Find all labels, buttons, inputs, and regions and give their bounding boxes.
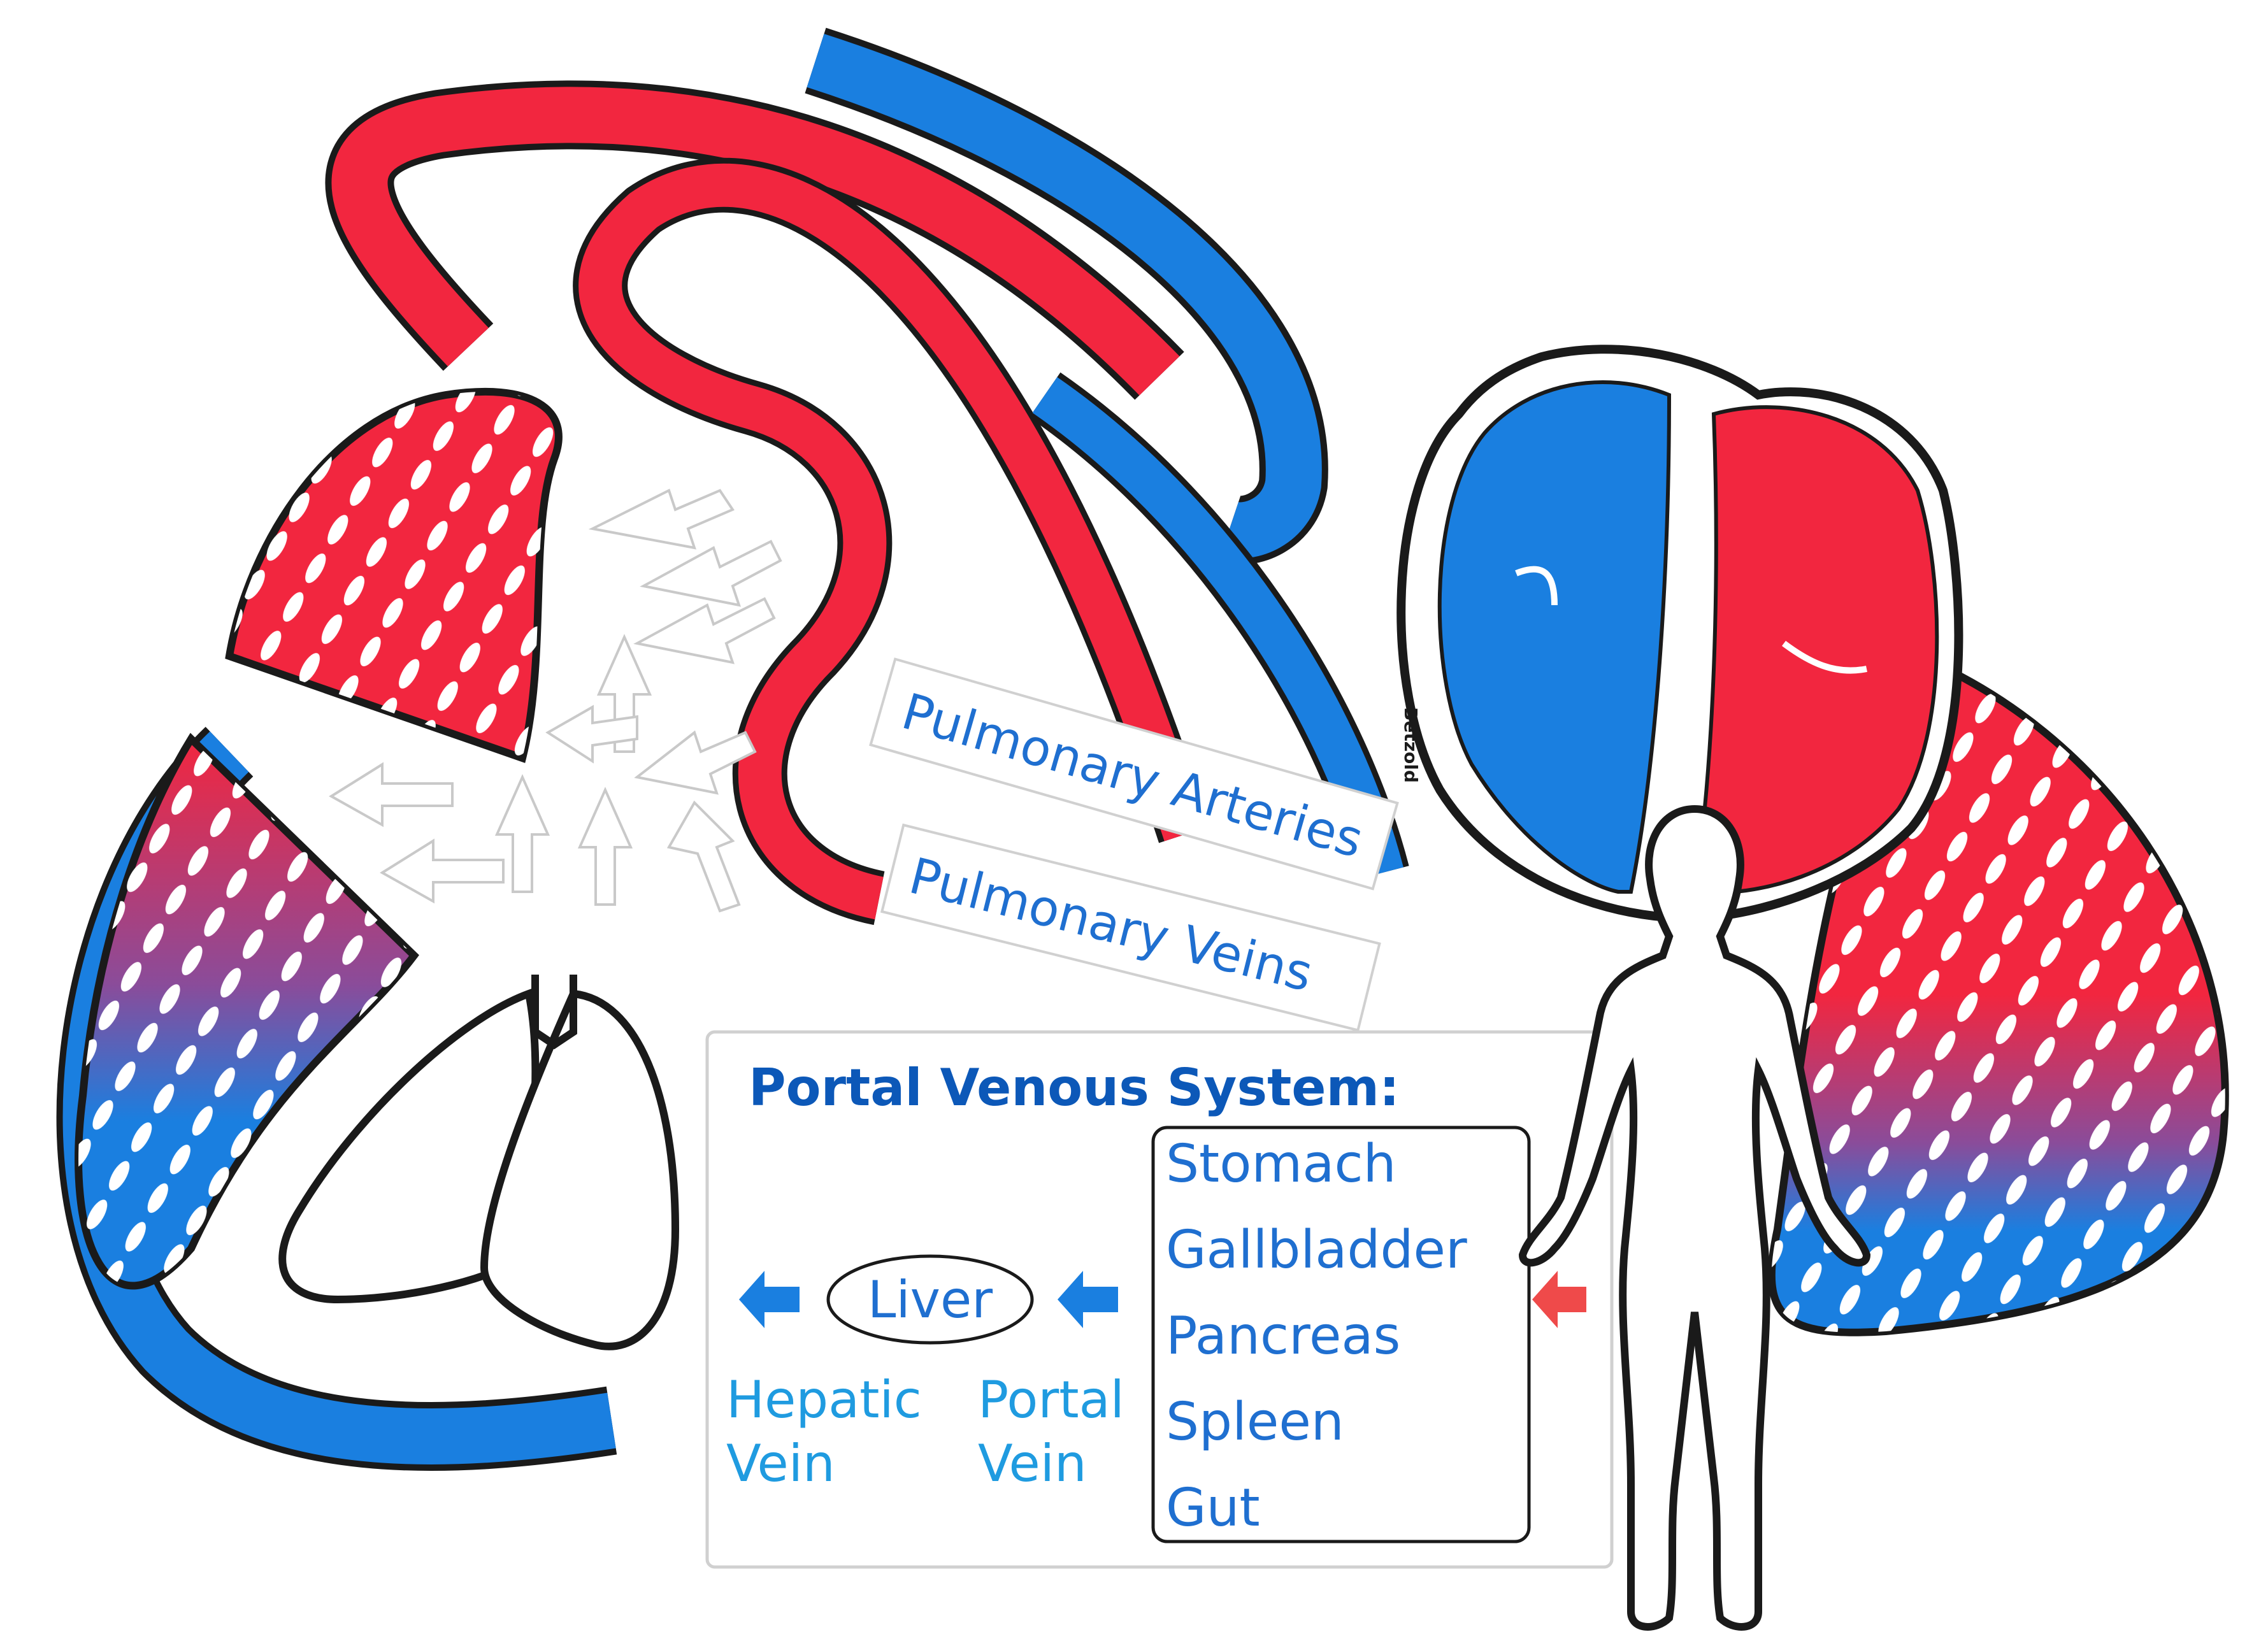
arrow-left-icon [739, 1271, 800, 1328]
organ-gut: Gut [1166, 1478, 1260, 1538]
hepatic-vein-line1: Hepatic [726, 1370, 922, 1429]
portal-vein-line2: Vein [978, 1434, 1087, 1493]
organ-box [1151, 1126, 1531, 1543]
liver-label: Liver [868, 1270, 993, 1329]
organ-spleen: Spleen [1166, 1392, 1344, 1452]
body-capillary-bed-left [75, 733, 419, 1290]
organ-pancreas: Pancreas [1166, 1306, 1400, 1366]
lung-capillary-bed [225, 387, 563, 763]
organ-stomach: Stomach [1166, 1134, 1396, 1194]
liver-ellipse [826, 1254, 1034, 1345]
arrow-left-red-icon [1532, 1271, 1586, 1328]
brand-label: Betzold [1400, 707, 1421, 783]
flow-arrow-icon [329, 489, 782, 913]
lungs-icon [278, 975, 680, 1350]
human-silhouette-icon [1518, 805, 1871, 1631]
organ-gallbladder: Gallbladder [1166, 1220, 1467, 1280]
heart-icon: Betzold [1396, 345, 1963, 923]
portal-venous-system-card: Portal Venous System: Stomach Gallbladde… [705, 1030, 1614, 1569]
portal-vein-line1: Portal [978, 1370, 1124, 1429]
portal-title: Portal Venous System: [749, 1058, 1400, 1117]
hepatic-vein-line2: Vein [726, 1434, 835, 1493]
arrow-left-icon [1058, 1271, 1118, 1328]
